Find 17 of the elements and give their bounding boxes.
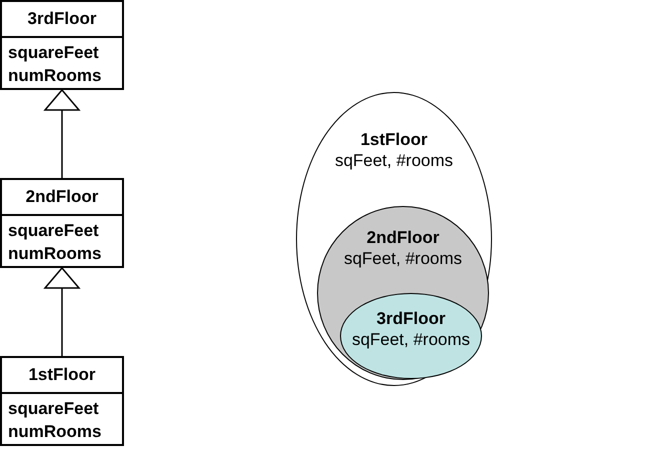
class-name: 3rdFloor [376,308,446,329]
class-box [0,0,124,90]
inheritance-arrow [44,267,80,356]
attribute-list: squareFeet numRooms [2,216,122,265]
inheritance-arrow [44,89,80,178]
class-name: 3rdFloor [2,2,122,38]
class-name: 1stFloor [360,129,428,150]
attribute-list: sqFeet, #rooms [344,248,462,269]
attribute-list: sqFeet, #rooms [334,150,454,171]
attribute-list: sqFeet, #rooms [352,329,470,350]
class-name: 1stFloor [2,358,122,394]
class-name: 2ndFloor [366,227,440,248]
attribute-list: squareFeet numRooms [2,38,122,87]
class-name: 2ndFloor [2,180,122,216]
class-box [0,356,124,446]
class-box [0,178,124,268]
attribute-list: squareFeet numRooms [2,394,122,443]
